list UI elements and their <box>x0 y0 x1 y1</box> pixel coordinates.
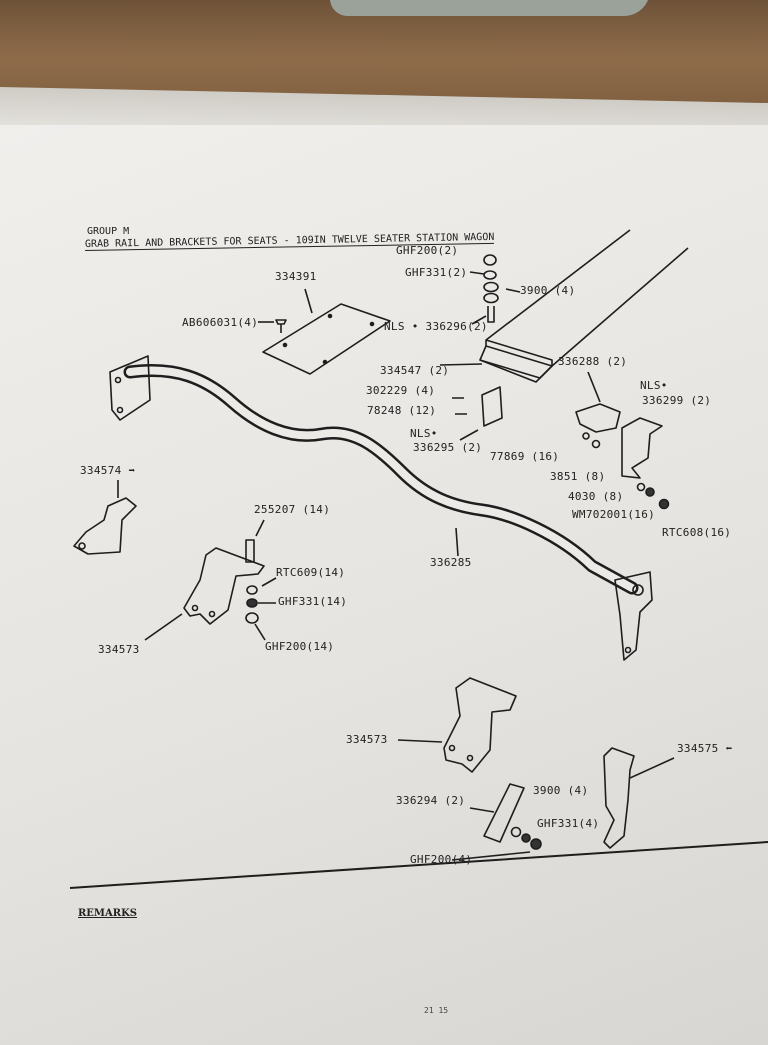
bracket-336294 <box>483 783 525 843</box>
label-336295: 336295 (2) <box>413 441 483 454</box>
metal-tool <box>330 0 650 16</box>
label-334547: 334547 (2) <box>380 364 450 377</box>
label-334574: 334574 ➡ <box>80 464 136 477</box>
grab-rail-336285 <box>109 355 653 661</box>
label-ghf200-14: GHF200(14) <box>265 640 335 653</box>
bracket-334573-upper <box>183 547 265 625</box>
label-nls-336299: NLS• <box>640 379 668 392</box>
label-wm702001: WM702001(16) <box>572 508 656 521</box>
seat-bracket-334547 <box>439 229 689 383</box>
bolt-stack <box>469 254 521 325</box>
label-ghf200-4: GHF200(4) <box>410 853 473 866</box>
label-rtc608: RTC608(16) <box>662 526 732 539</box>
bracket-336299 <box>621 417 663 479</box>
label-77869: 77869 (16) <box>490 450 560 463</box>
label-4030: 4030 (8) <box>568 490 624 503</box>
bracket-334574 <box>73 497 137 555</box>
label-rtc609: RTC609(14) <box>276 566 346 579</box>
label-ghf331-4: GHF331(4) <box>537 817 600 830</box>
remarks-heading: REMARKS <box>78 908 137 919</box>
label-336299: 336299 (2) <box>642 394 712 407</box>
label-334573-upper: 334573 <box>98 643 140 656</box>
label-78248: 78248 (12) <box>367 404 437 417</box>
label-255207: 255207 (14) <box>254 503 331 516</box>
bracket-334573-lower <box>443 677 517 773</box>
label-ghf200-2: GHF200(2) <box>396 244 459 257</box>
label-336288: 336288 (2) <box>558 355 628 368</box>
label-3900-top: 3900 (4) <box>520 284 576 297</box>
label-3900-bottom: 3900 (4) <box>533 784 589 797</box>
label-ghf331-14: GHF331(14) <box>278 595 348 608</box>
label-334575: 334575 ⬅ <box>677 742 733 755</box>
label-334391: 334391 <box>275 270 317 283</box>
label-336294: 336294 (2) <box>396 794 466 807</box>
group-label: GROUP M <box>87 226 130 237</box>
label-nls-336295: NLS• <box>410 427 438 440</box>
bracket-336288 <box>575 403 621 433</box>
bracket-334575 <box>603 747 635 849</box>
plate-334391 <box>262 303 391 375</box>
exploded-parts-diagram <box>69 229 768 889</box>
page-footer: 21 15 <box>424 1006 449 1015</box>
label-336296: NLS • 336296(2) <box>384 320 488 333</box>
bracket-336295 <box>481 386 503 427</box>
label-336285: 336285 <box>430 556 472 569</box>
label-3851: 3851 (8) <box>550 470 606 483</box>
label-ab606031: AB606031(4) <box>182 316 259 329</box>
label-334573-lower: 334573 <box>346 733 388 746</box>
remarks-divider <box>69 841 768 889</box>
label-ghf331-2: GHF331(2) <box>405 266 468 279</box>
label-302229: 302229 (4) <box>366 384 436 397</box>
